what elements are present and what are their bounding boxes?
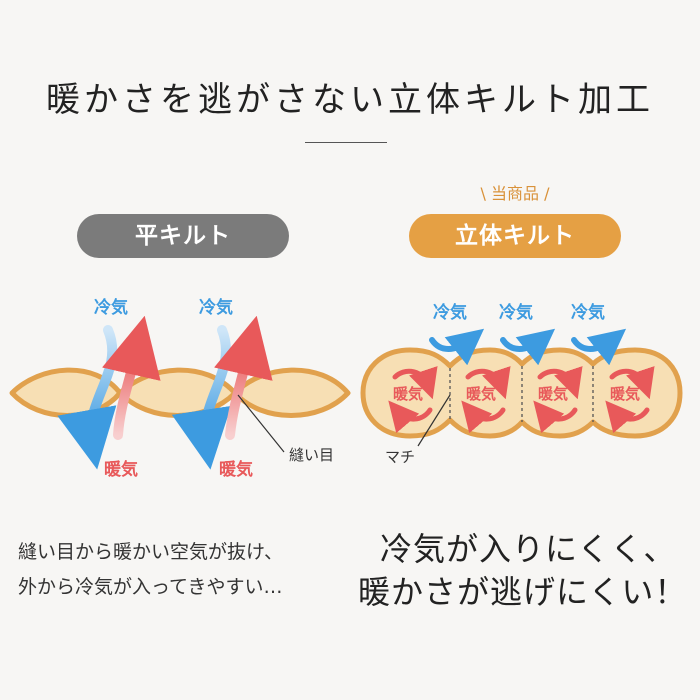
product-tag: \ 当商品 / [480,184,550,203]
cold-air-deflect-arrows [429,328,627,366]
cold-air-label: 冷気 [94,298,128,318]
raised-quilt-headline-line1: 冷気が入りにくく、 [380,530,677,568]
warm-air-cell-label: 暖気 [393,385,424,403]
warm-air-cell-label: 暖気 [610,385,641,403]
warm-air-label: 暖気 [219,460,253,480]
page-title: 暖かさを逃がさない立体キルト加工 [46,80,654,120]
warm-air-cell-label: 暖気 [466,385,497,403]
warm-air-arrow [102,315,161,440]
cold-air-label: 冷気 [571,303,605,323]
flat-quilt-fabric [9,367,351,418]
flat-quilt-caption-line1: 縫い目から暖かい空気が抜け、 [18,541,284,563]
warm-air-arrow [214,315,273,440]
gusset-leader-line [417,394,451,447]
title-divider [305,142,387,143]
warm-air-circulation [388,366,655,434]
seam-label: 縫い目 [289,446,335,464]
gusset-label: マチ [385,448,416,466]
warm-air-label: 暖気 [104,460,138,480]
cold-air-label: 冷気 [433,303,467,323]
warm-air-cell-label: 暖気 [538,385,569,403]
raised-quilt-headline-line2: 暖かさが逃げにくい！ [358,573,688,611]
seam-leader-line [237,394,285,453]
cold-air-label: 冷気 [499,303,533,323]
raised-quilt-label: 立体キルト [409,214,621,258]
flat-quilt-caption-line2: 外から冷気が入ってきやすい… [18,576,283,598]
cold-air-label: 冷気 [199,298,233,318]
flat-quilt-label: 平キルト [77,214,289,258]
